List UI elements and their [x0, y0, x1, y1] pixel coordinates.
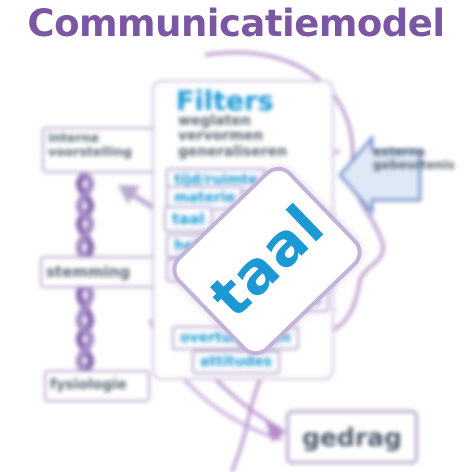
fysiologie-box: fysiologie [44, 370, 150, 402]
filter-item-weglaten: weglaten [178, 113, 251, 129]
extern-label: externe gebeurtenis [373, 145, 455, 172]
extern-arrow [338, 133, 422, 217]
filter-item-generaliseren: generaliseren [178, 143, 288, 160]
interne-box: interne voorstelling [42, 127, 154, 173]
filters-title: Filters [176, 86, 274, 117]
head-outline [204, 51, 385, 472]
chip-attitudes: attitudes [192, 350, 281, 374]
gedrag-arrow-head [266, 422, 286, 442]
braid-bottom-b [75, 282, 95, 373]
chip-taal: taal [164, 206, 213, 232]
filter-item-vervormen: vervormen [178, 128, 264, 145]
page-title: Communicatiemodel [27, 2, 445, 45]
stemming-box: stemming [40, 256, 156, 288]
gedrag-box: gedrag [286, 410, 418, 464]
braid-top-b [75, 172, 95, 261]
filters-list: weglaten vervormen generaliseren [178, 113, 288, 160]
arrow-head-interne [118, 185, 140, 204]
